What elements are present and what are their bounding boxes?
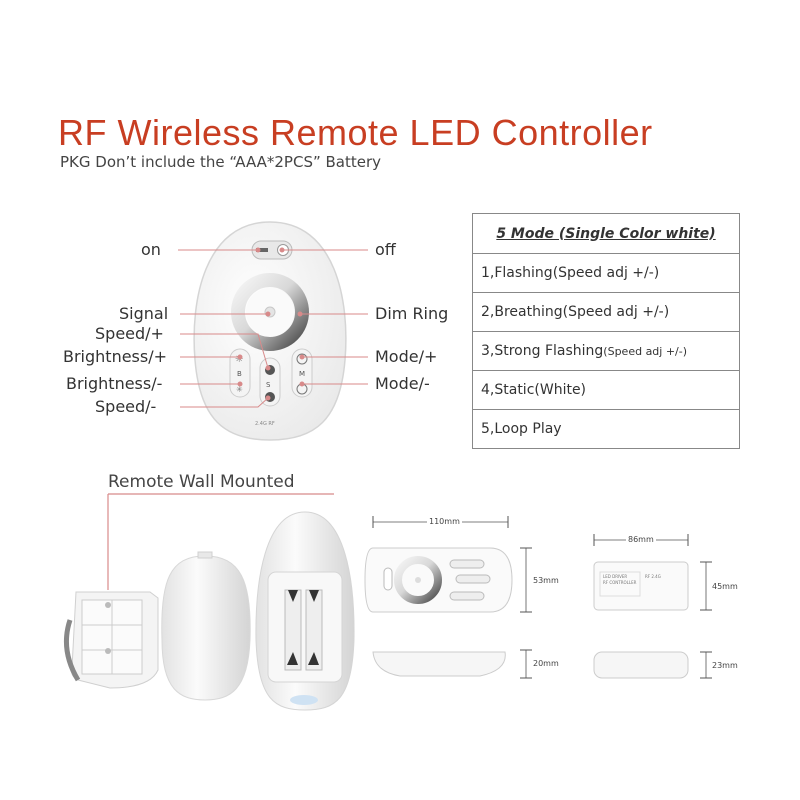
button-s-label: S	[266, 381, 271, 389]
button-m-label: M	[299, 370, 305, 378]
dim-controller-thickness: 23mm	[712, 661, 738, 670]
mode-row-1: 1,Flashing(Speed adj +/-)	[473, 253, 739, 292]
label-on: on	[141, 240, 161, 259]
label-off: off	[375, 240, 396, 259]
page-title: RF Wireless Remote LED Controller	[58, 112, 653, 153]
label-signal: Signal	[119, 304, 169, 323]
dim-remote-width: 110mm	[427, 517, 462, 526]
svg-text:RF 2.4G: RF 2.4G	[645, 574, 661, 579]
mode-row-3: 3,Strong Flashing(Speed adj +/-)	[473, 331, 739, 370]
label-mode-plus: Mode/+	[375, 347, 438, 366]
dim-remote-thickness: 20mm	[533, 659, 559, 668]
svg-text:LED DRIVER: LED DRIVER	[603, 574, 627, 579]
mode-row-4: 4,Static(White)	[473, 370, 739, 409]
dim-controller-height: 45mm	[712, 582, 738, 591]
remote-back	[255, 511, 355, 711]
label-speed-plus: Speed/+	[95, 324, 164, 343]
page-subtitle: PKG Don’t include the “AAA*2PCS” Battery	[60, 153, 382, 171]
mode-table-header: 5 Mode (Single Color white)	[496, 225, 716, 242]
svg-text:✳: ✳	[235, 354, 243, 365]
mode-row-2: 2,Breathing(Speed adj +/-)	[473, 292, 739, 331]
dim-controller-width: 86mm	[626, 535, 656, 544]
label-dim-ring: Dim Ring	[375, 304, 449, 323]
label-brightness-minus: Brightness/-	[66, 374, 163, 393]
remote-dimension-drawing	[364, 516, 532, 679]
controller-dimension-drawing: LED DRIVER RF CONTROLLER RF 2.4G	[593, 534, 712, 679]
svg-text:RF CONTROLLER: RF CONTROLLER	[603, 580, 637, 585]
svg-text:✳: ✳	[236, 385, 243, 394]
mode-table: 5 Mode (Single Color white) 1,Flashing(S…	[472, 213, 740, 449]
label-speed-minus: Speed/-	[95, 397, 157, 416]
label-mode-minus: Mode/-	[375, 374, 430, 393]
wall-mount-label: Remote Wall Mounted	[108, 472, 295, 492]
svg-text:2.4G RF: 2.4G RF	[255, 421, 275, 427]
label-brightness-plus: Brightness/+	[63, 347, 168, 366]
mode-row-5: 5,Loop Play	[473, 409, 739, 448]
dim-remote-height: 53mm	[533, 576, 559, 585]
wall-bracket	[63, 591, 159, 689]
battery-cover	[161, 551, 251, 701]
dim-ring	[231, 273, 309, 351]
button-b-label: B	[237, 370, 242, 378]
